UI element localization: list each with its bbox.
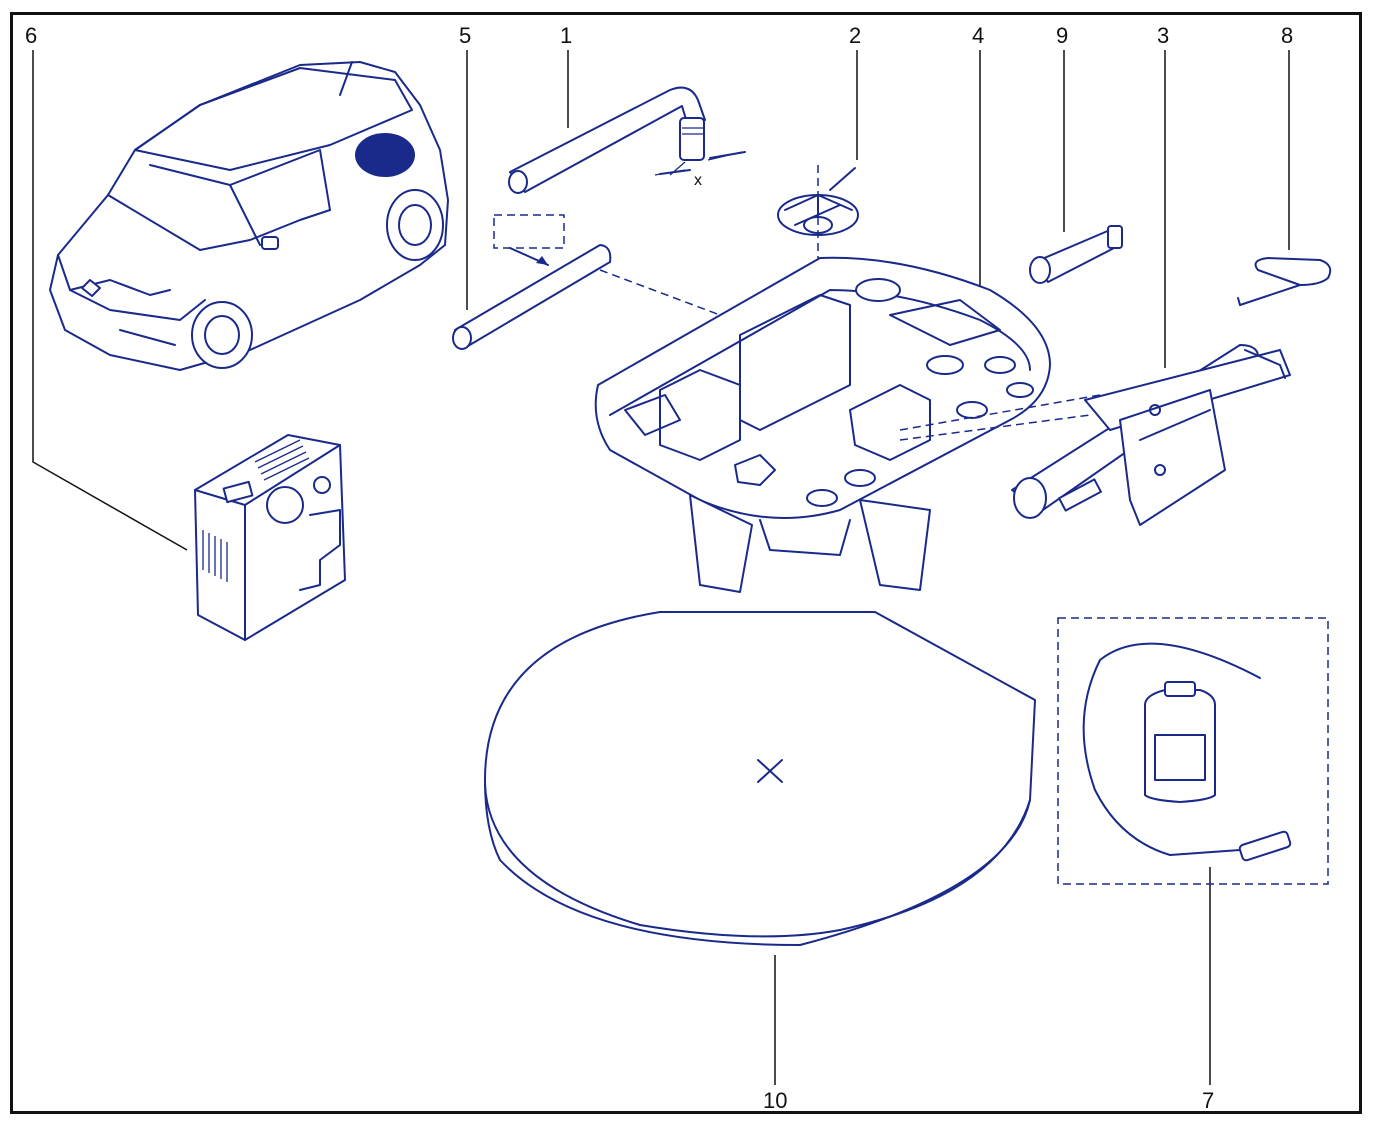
- extension-tube: [452, 214, 761, 350]
- callout-9: 9: [1056, 23, 1068, 48]
- jack: [1011, 344, 1291, 526]
- callout-3: 3: [1157, 23, 1169, 48]
- towing-hook: [1237, 257, 1332, 306]
- callout-4: 4: [972, 23, 984, 48]
- dimension-x-label: x: [694, 172, 702, 189]
- callout-8: 8: [1281, 23, 1293, 48]
- car-illustration: [49, 61, 449, 371]
- leader-lines: [32, 50, 1290, 1085]
- spare-wheel-cover: [484, 611, 1036, 946]
- compressor: [194, 434, 346, 641]
- highlight-window: [355, 133, 415, 177]
- callout-1: 1: [560, 23, 572, 48]
- callout-10: 10: [763, 1088, 787, 1113]
- tool-tray: [594, 256, 1101, 593]
- socket: [1029, 225, 1123, 284]
- repair-kit: [1057, 617, 1329, 885]
- callout-6: 6: [25, 23, 37, 48]
- callout-7: 7: [1202, 1088, 1214, 1113]
- diagram-frame: [10, 12, 1362, 1114]
- callout-5: 5: [459, 23, 471, 48]
- leader-6: [32, 50, 188, 551]
- callout-2: 2: [849, 23, 861, 48]
- wheel-brace: x: [508, 86, 746, 194]
